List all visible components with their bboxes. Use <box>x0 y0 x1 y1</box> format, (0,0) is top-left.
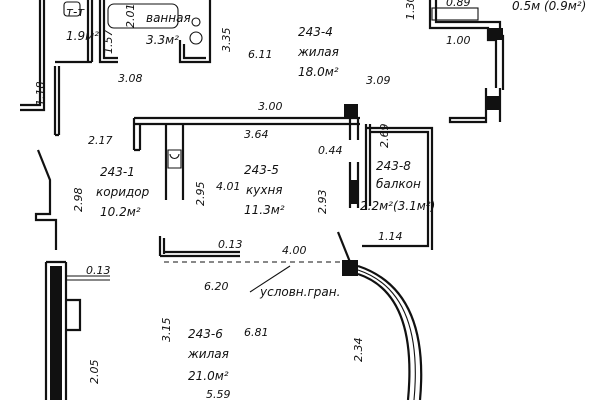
wall-toilet-bottom <box>53 60 92 137</box>
stove <box>167 149 182 169</box>
wall-toilet-right <box>86 0 94 62</box>
room-243-1-id: 243-1 <box>100 165 135 179</box>
bay-window-glass <box>357 269 416 400</box>
toilet-area: 1.9м² <box>66 29 99 43</box>
wall-kitchen-right <box>348 118 360 208</box>
wall-bath-right <box>178 0 212 64</box>
dim-1-18: 1.18 <box>34 82 47 107</box>
room-243-6-id: 243-6 <box>188 327 223 341</box>
room-243-1-name: коридор <box>96 185 150 199</box>
dim-2-98: 2.98 <box>72 188 85 213</box>
dim-2-95: 2.95 <box>194 182 207 207</box>
dim-3-15: 3.15 <box>160 318 173 343</box>
room-243-6-area: 21.0м² <box>188 369 229 383</box>
toilet-name: т-т <box>66 5 85 19</box>
wall-balcony <box>362 124 434 250</box>
top-right-note: 0.5м (0.9м²) <box>512 0 586 13</box>
dim-0-13-kitchen: 0.13 <box>218 238 243 251</box>
column-mid <box>344 104 358 118</box>
wall-corner-diag <box>336 231 352 263</box>
wall-kitchen-bottom <box>158 236 240 258</box>
wall-hatch-top-right <box>488 28 503 40</box>
wall-bath-left <box>98 0 118 64</box>
bay-window-inner <box>357 272 411 400</box>
boundary-pointer <box>249 265 291 293</box>
room-243-8-id: 243-8 <box>376 159 411 173</box>
dim-1-00: 1.00 <box>446 34 471 47</box>
room-243-1-area: 10.2м² <box>100 205 141 219</box>
room-243-5-id: 243-5 <box>244 163 279 177</box>
room-243-5-area: 11.3м² <box>244 203 285 217</box>
dim-2-01: 2.01 <box>124 4 137 29</box>
dim-2-93: 2.93 <box>316 190 329 215</box>
dim-1-14: 1.14 <box>378 230 403 243</box>
dim-6-11: 6.11 <box>248 48 273 61</box>
room-243-6-name: жилая <box>187 347 229 361</box>
wall-mid-horizontal <box>134 116 360 126</box>
dim-2-05: 2.05 <box>88 360 101 385</box>
dim-4-00: 4.00 <box>282 244 307 257</box>
wall-hatch-left-lower <box>50 266 62 400</box>
wall-kitchen-left <box>164 124 185 200</box>
room-243-8-area: 2.2м²(3.1м²) <box>360 199 435 213</box>
column-corner <box>342 260 358 276</box>
room-243-4-name: жилая <box>297 45 339 59</box>
dim-3-08: 3.08 <box>118 72 143 85</box>
toilet-bowl <box>63 1 81 17</box>
bath-name: ванная <box>146 11 191 25</box>
sink <box>189 31 203 45</box>
column-right <box>486 96 500 110</box>
wall-left-lower-inner <box>66 275 110 281</box>
dim-3-35: 3.35 <box>220 28 233 53</box>
boundary-label: условн.гран. <box>259 285 340 299</box>
dim-3-09: 3.09 <box>366 74 391 87</box>
washer <box>191 17 201 27</box>
bathtub <box>107 3 179 29</box>
room-243-5-name: кухня <box>246 183 283 197</box>
bath-area: 3.3м² <box>146 33 179 47</box>
dim-0-13-left: 0.13 <box>86 264 111 277</box>
dim-2-17: 2.17 <box>88 134 113 147</box>
wall-left-mid <box>34 149 58 250</box>
dim-2-34: 2.34 <box>352 338 365 363</box>
room-243-4-area: 18.0м² <box>298 65 339 79</box>
window-top-right <box>431 7 479 21</box>
wall-left-top <box>20 0 46 112</box>
dim-1-57: 1.57 <box>102 30 115 55</box>
dim-4-01: 4.01 <box>216 180 241 193</box>
wall-left-lower-step <box>66 298 82 332</box>
dim-0-44: 0.44 <box>318 144 343 157</box>
dim-2-69: 2.69 <box>378 124 391 149</box>
dim-3-64: 3.64 <box>244 128 269 141</box>
room-243-4-id: 243-4 <box>298 25 333 39</box>
wall-mid-left-stub <box>132 118 142 152</box>
dim-5-59: 5.59 <box>206 388 231 400</box>
bay-window-outer <box>357 264 423 400</box>
dim-0-89: 0.89 <box>446 0 471 9</box>
room-243-8-name: балкон <box>376 177 421 191</box>
dim-3-00: 3.00 <box>258 100 283 113</box>
dim-1-30: 1.30 <box>404 0 417 20</box>
dim-6-81: 6.81 <box>244 326 269 339</box>
dim-6-20: 6.20 <box>204 280 229 293</box>
radiator-balcony <box>350 180 358 204</box>
